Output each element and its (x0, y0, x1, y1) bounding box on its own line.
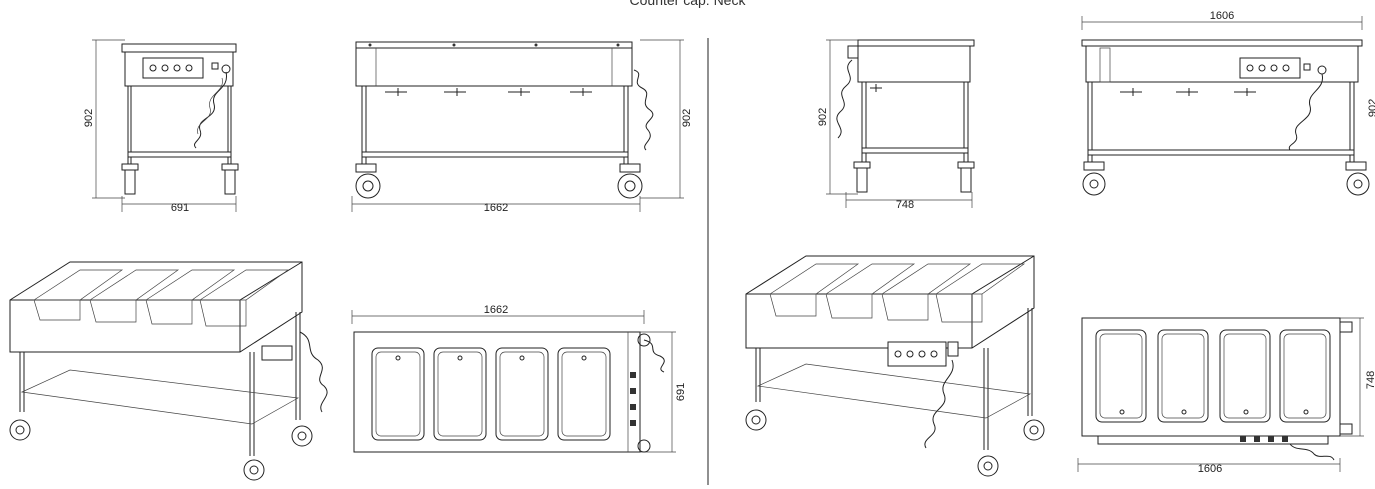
right-front-height-dim-partial: 902 (1367, 99, 1375, 117)
page-title: Counter cap: Neck (629, 0, 746, 8)
right-front-length-dim: 1606 (1210, 10, 1234, 22)
left-front-width-dim: 1662 (484, 202, 508, 214)
left-top-length-dim: 1662 (484, 304, 508, 316)
right-top-view: 1606 748 (1077, 317, 1375, 475)
left-top-depth-dim: 691 (675, 383, 687, 401)
left-top-view: 1662 691 (351, 304, 687, 453)
right-side-width-dim: 748 (896, 199, 914, 211)
right-front-view: 1606 902 (1081, 10, 1375, 196)
left-side-height-dim: 902 (83, 109, 95, 127)
right-side-view: 902 748 (817, 39, 975, 211)
left-isometric-view (9, 261, 328, 481)
left-front-view: 1662 902 (351, 39, 693, 214)
right-isometric-view (745, 255, 1045, 477)
left-side-width-dim: 691 (171, 202, 189, 214)
left-front-height-dim: 902 (681, 109, 693, 127)
right-side-height-dim: 902 (817, 108, 829, 126)
left-side-view: 902 691 (83, 39, 239, 214)
right-top-length-dim: 1606 (1198, 463, 1222, 475)
right-top-depth-dim: 748 (1365, 371, 1375, 389)
